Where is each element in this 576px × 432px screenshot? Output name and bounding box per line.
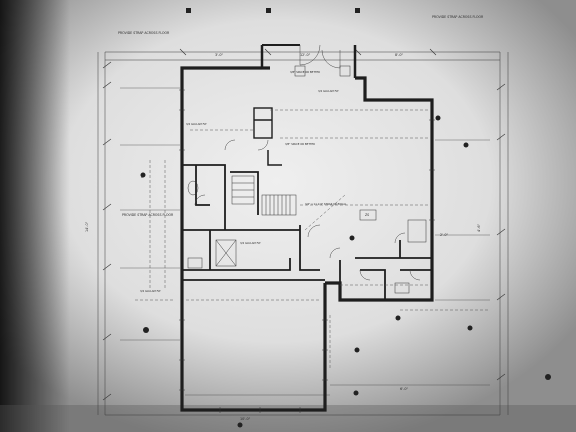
exterior-walls [180, 44, 434, 412]
note-joist-1: 3/8" SPACE OR BETTER [290, 70, 320, 74]
note-header: 3/4" x 11 1/4" STRAP OR EQUAL [305, 202, 347, 206]
framing-ticks [179, 89, 435, 413]
window-tag: A [141, 175, 144, 179]
dim-label: 3'-0" [215, 53, 223, 57]
note-lvl-beam-2: 3/4 GLULAM FLT [318, 89, 339, 93]
room-tag: ZS [365, 213, 369, 217]
note-lvl-beam-1: 3/4 GLULAM FLT [186, 122, 207, 126]
dimension-lines [97, 48, 509, 416]
grid-markers [140, 8, 551, 428]
dim-label: 4'-6" [477, 224, 481, 232]
interior-walls [182, 107, 432, 300]
dim-label: 8'-0" [395, 53, 403, 57]
note-left-mid-callout: PROVIDE STRAP ACROSS FLOOR [122, 213, 174, 217]
stair [231, 175, 297, 216]
dim-label: 6'-0" [400, 387, 408, 391]
note-top-left-callout: PROVIDE STRAP ACROSS FLOOR [118, 31, 170, 35]
dim-label: 10'-0" [240, 417, 251, 421]
drawing-notes: PROVIDE STRAP ACROSS FLOOR PROVIDE STRAP… [118, 15, 484, 293]
door-swings [194, 44, 421, 281]
note-top-right-callout: PROVIDE STRAP ACROSS FLOOR [432, 15, 484, 19]
beams [135, 109, 490, 370]
note-joist-2: 3/8" SPACE OR BETTER [285, 142, 315, 146]
dim-label: 14'-0" [85, 221, 89, 232]
dim-label: 2'-0" [440, 233, 448, 237]
note-lvl-beam-3: 3/4 GLULAM FLT [240, 241, 261, 245]
screen-left-shadow [0, 0, 70, 432]
dim-label: 12'-0" [300, 53, 311, 57]
note-lvl-beam-4: 3/4 GLULAM FLT [140, 289, 161, 293]
fixtures [187, 65, 427, 294]
dimension-labels: 3'-0" 12'-0" 8'-0" 14'-0" 4'-6" 10'-0" 6… [85, 53, 481, 421]
